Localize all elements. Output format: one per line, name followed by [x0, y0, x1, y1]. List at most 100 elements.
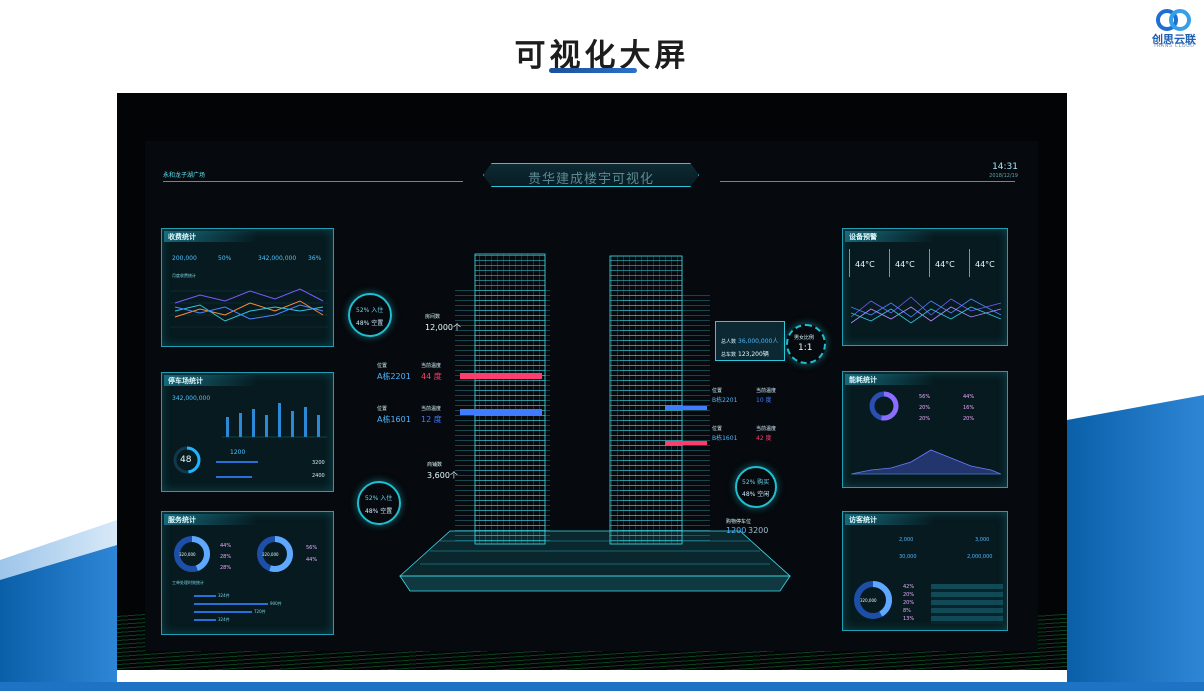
- fee-stat-2: 50%: [218, 255, 232, 262]
- gender-ratio-label: 男女比例: [794, 335, 815, 341]
- a2201-temp: 44 度: [421, 372, 442, 381]
- b1601-temp: 42 度: [756, 435, 772, 442]
- visitor-count-1: 2,000: [899, 537, 914, 543]
- parking-spaces-value: 1200: [726, 526, 747, 535]
- total-cars-value: 123,200辆: [738, 351, 769, 358]
- service-panel: 服务统计 320,000 44% 28% 28% 320,000 56% 44%…: [161, 511, 334, 635]
- parking-panel: 停车场统计 342,000,000 48 1200 3200 2400: [161, 372, 334, 492]
- a2201-pos-label: 位置: [377, 363, 388, 369]
- parking-bar-chart: [222, 403, 327, 438]
- visitor-count-3: 30,000: [899, 554, 917, 560]
- temp-sensor-4: [969, 249, 1006, 277]
- fee-stat-4: 36%: [308, 255, 322, 262]
- visitor-legend-4: 8%: [903, 608, 911, 614]
- service-donut-1-value: 320,000: [179, 552, 196, 557]
- temp-sensor-4-value: 44°C: [975, 260, 995, 269]
- temp-sensor-1: [849, 249, 886, 277]
- title-underline: [549, 68, 637, 73]
- a1601-temp: 12 度: [421, 415, 442, 424]
- brand-subtitle: TRANS CLOUD: [1153, 43, 1195, 49]
- location-label: 永和龙子湖广场: [163, 172, 206, 179]
- service-donut-2-value: 320,000: [262, 552, 279, 557]
- panel-title: 停车场统计: [168, 377, 203, 385]
- visitor-legend-1: 42%: [903, 584, 915, 590]
- parking-bar-value: 1200: [230, 449, 246, 456]
- parking-gauge: [173, 446, 201, 474]
- ring-rb-pct-empty-value: 48%: [742, 491, 756, 498]
- ring-tl-empty-label: 空置: [371, 320, 384, 327]
- panel-title-bar: [845, 374, 936, 385]
- ring-rb-pct-in: 52% 购买: [742, 477, 769, 486]
- fee-line-chart: [170, 288, 328, 328]
- visitor-legend-5: 13%: [903, 616, 915, 622]
- parking-progress-1: [216, 461, 258, 463]
- stores-value: 3,600个: [427, 471, 458, 480]
- ring-rb-pct-empty: 48% 空闲: [742, 489, 769, 498]
- clock-time: 14:31: [992, 162, 1018, 172]
- equipment-panel: 设备预警 44°C 44°C 44°C 44°C: [842, 228, 1008, 346]
- service-bar-3-value: 720件: [254, 609, 266, 614]
- b1601-position: B栋1601: [712, 435, 738, 442]
- service-legend-2a: 56%: [306, 545, 318, 551]
- ring-bl-pct-in-value: 52%: [365, 495, 379, 502]
- b2201-temp-label: 当前温度: [756, 388, 777, 394]
- gender-ratio-ring: [786, 324, 826, 364]
- ring-bl-pct-empty: 48% 空置: [365, 506, 392, 515]
- service-bar-1: [194, 595, 216, 597]
- visitor-donut: [854, 581, 892, 619]
- temp-sensor-1-value: 44°C: [855, 260, 875, 269]
- b2201-position: B栋2201: [712, 397, 738, 404]
- energy-panel: 能耗统计 56% 44% 20% 16% 20% 20%: [842, 371, 1008, 488]
- visitor-donut-value: 320,000: [860, 598, 877, 603]
- ring-bl-in-label: 入住: [380, 495, 393, 502]
- a1601-pos-label: 位置: [377, 406, 388, 412]
- panel-title-bar: [845, 231, 936, 242]
- visitor-legend-3: 20%: [903, 600, 915, 606]
- households-label: 房间数: [425, 314, 441, 320]
- visitor-count-2: 3,000: [975, 537, 990, 543]
- energy-stat-5: 20%: [919, 416, 931, 422]
- brand-name: 创思云联: [1152, 33, 1196, 46]
- ring-tl-pct-empty: 48% 空置: [356, 318, 383, 327]
- service-donut-2: [257, 536, 293, 572]
- fee-stat-3: 342,000,000: [258, 255, 297, 262]
- ring-rb-pct-in-value: 52%: [742, 479, 756, 486]
- temp-sensor-3: [929, 249, 966, 277]
- fee-stat-1: 200,000: [172, 255, 197, 262]
- b2201-temp: 10 度: [756, 397, 772, 404]
- b2201-pos-label: 位置: [712, 388, 723, 394]
- energy-stat-3: 20%: [919, 405, 931, 411]
- service-bar-3: [194, 611, 252, 613]
- equipment-line-chart: [851, 296, 1002, 324]
- energy-stat-2: 44%: [963, 394, 975, 400]
- parking-stat-b: 2400: [312, 473, 325, 479]
- ring-rb-in-label: 购买: [757, 479, 770, 486]
- ring-rb-empty-label: 空闲: [757, 491, 770, 498]
- service-donut-1: [174, 536, 210, 572]
- parking-progress-2: [216, 476, 252, 478]
- energy-donut: [869, 391, 899, 421]
- panel-title-bar: [845, 514, 936, 525]
- total-cars-label: 总车数: [721, 352, 737, 358]
- stores-label: 商铺数: [427, 462, 443, 468]
- total-people-box: [715, 321, 785, 361]
- service-legend-1b: 28%: [220, 554, 232, 560]
- total-people-label: 总人数: [721, 339, 737, 345]
- clock-date: 2018/12/19: [989, 173, 1018, 179]
- header-title-frame: [483, 163, 699, 187]
- energy-stat-6: 20%: [963, 416, 975, 422]
- panel-title-bar: [164, 375, 259, 386]
- visitor-legend-2: 20%: [903, 592, 915, 598]
- building-wireframe: [398, 253, 792, 592]
- service-bar-2-value: 900件: [270, 601, 282, 606]
- panel-title: 能耗统计: [849, 376, 877, 384]
- panel-title: 收费统计: [168, 233, 196, 241]
- service-bar-2: [194, 603, 268, 605]
- energy-stat-1: 56%: [919, 394, 931, 400]
- service-bar-4: [194, 619, 216, 621]
- households-value: 12,000个: [425, 323, 461, 332]
- header-line-left: [163, 181, 463, 182]
- panel-title-bar: [164, 231, 259, 242]
- ring-tl-pct-in-value: 52%: [356, 307, 370, 314]
